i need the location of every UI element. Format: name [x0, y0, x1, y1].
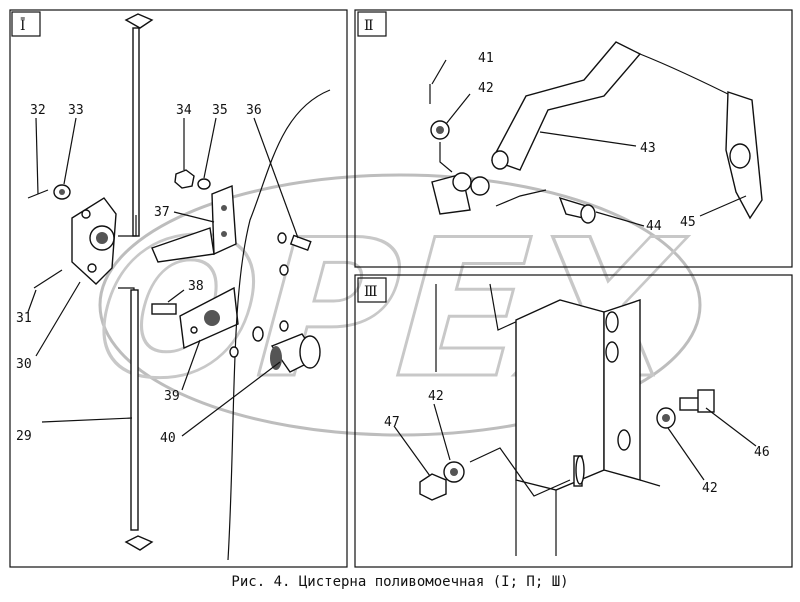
- panel-3-frame: [354, 274, 793, 568]
- panel-2-frame: [354, 9, 793, 268]
- upper-rod: [118, 13, 154, 237]
- panel-3-numeral: Ⅲ: [364, 284, 378, 300]
- panel-3-leaders: [393, 403, 757, 481]
- pin-31: [33, 269, 63, 289]
- washer-42-p2: [430, 120, 450, 140]
- callout-42-p2: 42: [478, 81, 494, 96]
- callout-36: 36: [246, 103, 262, 118]
- washer-42-p3-right: [656, 407, 676, 429]
- callout-37: 37: [154, 205, 170, 220]
- bracket-37: [151, 184, 237, 263]
- callout-42-p3-left: 42: [428, 389, 444, 404]
- callout-32: 32: [30, 103, 46, 118]
- callout-33: 33: [68, 103, 84, 118]
- bolt-36: [289, 234, 312, 252]
- panel-3-structure: [435, 283, 661, 556]
- washer-33: [53, 184, 71, 200]
- callout-39: 39: [164, 389, 180, 404]
- callout-42-p3-right: 42: [702, 481, 718, 496]
- panel-2-numeral: Ⅱ: [364, 18, 374, 34]
- washer-42-p3-left: [443, 461, 465, 483]
- hook-45: [725, 91, 763, 220]
- panel-2-arrows: [439, 142, 547, 207]
- panel-2-numeral-box: [357, 11, 387, 37]
- callout-43: 43: [640, 141, 656, 156]
- callout-46: 46: [754, 445, 770, 460]
- washer-35: [197, 178, 211, 190]
- sleeve-40: [270, 333, 321, 373]
- bracket-30: [71, 197, 117, 285]
- panel-1-numeral: Ī: [20, 16, 26, 34]
- clevis-bracket: [431, 172, 490, 215]
- nut-47: [419, 473, 447, 501]
- callout-45: 45: [680, 215, 696, 230]
- callout-40: 40: [160, 431, 176, 446]
- panel-2-leaders: [431, 59, 747, 227]
- figure-caption: Рис. 4. Цистерна поливомоечная (I; П; Ш): [231, 574, 569, 590]
- callout-34: 34: [176, 103, 192, 118]
- strap-43: [491, 41, 741, 171]
- nut-34: [174, 169, 195, 189]
- panel-1-numeral-box: [11, 11, 41, 37]
- callout-31: 31: [16, 311, 32, 326]
- callout-44: 44: [646, 219, 662, 234]
- lower-rod-29: [118, 287, 154, 551]
- callout-29: 29: [16, 429, 32, 444]
- callout-35: 35: [212, 103, 228, 118]
- plate-39: [179, 286, 239, 350]
- tank-wall: [227, 89, 331, 561]
- panel-1-frame: [9, 9, 348, 568]
- panel-1-leaders: [27, 117, 299, 437]
- bolt-46: [679, 389, 715, 413]
- pin-44: [558, 196, 596, 224]
- callout-38: 38: [188, 279, 204, 294]
- bolt-38: [151, 303, 177, 315]
- callout-47: 47: [384, 415, 400, 430]
- panel-3-arrow: [469, 447, 571, 497]
- callout-30: 30: [16, 357, 32, 372]
- panel-3-numeral-box: [357, 277, 387, 303]
- callout-41: 41: [478, 51, 494, 66]
